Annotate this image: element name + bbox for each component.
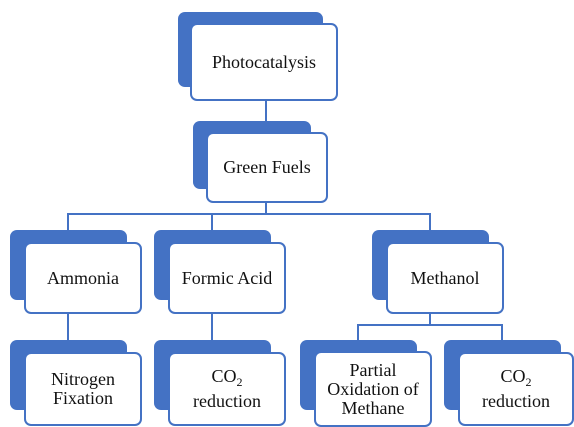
node-box: CO2 reduction [168, 352, 286, 426]
node-box: CO2 reduction [458, 352, 574, 426]
node-methanol: Methanol [372, 230, 504, 314]
node-label-line-1: Partial [349, 359, 397, 380]
node-box: Ammonia [24, 242, 142, 314]
connector-to-ammonia [67, 213, 69, 240]
node-label-line-2: Oxidation of [327, 378, 419, 399]
node-ammonia: Ammonia [10, 230, 142, 314]
node-box: Methanol [386, 242, 504, 314]
node-formic-acid: Formic Acid [154, 230, 286, 314]
node-photocatalysis: Photocatalysis [178, 12, 338, 102]
connector-to-partial-oxidation [357, 324, 359, 348]
node-co2-reduction-1: CO2 reduction [154, 340, 286, 426]
node-box: Formic Acid [168, 242, 286, 314]
node-label-line-3: Methane [341, 397, 405, 418]
node-label-line-2: reduction [193, 391, 261, 411]
node-label: Methanol [410, 267, 480, 288]
connector-methanol-down [429, 313, 431, 325]
node-label-line-2: Fixation [52, 388, 113, 408]
connector-ammonia-nitrogen-fixation [67, 313, 69, 348]
node-label: Ammonia [47, 267, 119, 288]
connector-green-fuels-down [265, 202, 267, 214]
connector-level3-bus [357, 324, 503, 326]
subscript-2: 2 [525, 375, 532, 389]
node-box: Photocatalysis [190, 23, 338, 101]
node-box: Green Fuels [206, 132, 328, 203]
node-co2-reduction-2: CO2 reduction [444, 340, 574, 426]
node-label: Photocatalysis [212, 51, 316, 72]
node-box: Nitrogen Fixation [24, 352, 142, 426]
node-green-fuels: Green Fuels [193, 121, 328, 203]
node-label-line-1: CO2 [482, 367, 550, 392]
node-partial-oxidation: Partial Oxidation of Methane [300, 340, 432, 427]
node-label-line-1: CO2 [193, 367, 261, 392]
co-text: CO [211, 366, 237, 386]
connector-formic-acid-co2-reduction [211, 313, 213, 348]
connector-photocatalysis-green-fuels [265, 101, 267, 130]
node-label-line-2: reduction [482, 391, 550, 411]
connector-to-co2-reduction-2 [501, 324, 503, 348]
connector-to-methanol [429, 213, 431, 240]
co-text: CO [500, 366, 526, 386]
connector-to-formic-acid [211, 213, 213, 240]
node-box: Partial Oxidation of Methane [314, 351, 432, 427]
node-label: Green Fuels [223, 157, 311, 177]
node-nitrogen-fixation: Nitrogen Fixation [10, 340, 142, 426]
node-label-line-1: Nitrogen [51, 369, 115, 389]
subscript-2: 2 [236, 375, 243, 389]
connector-level2-bus [67, 213, 431, 215]
node-label: Formic Acid [181, 267, 273, 288]
